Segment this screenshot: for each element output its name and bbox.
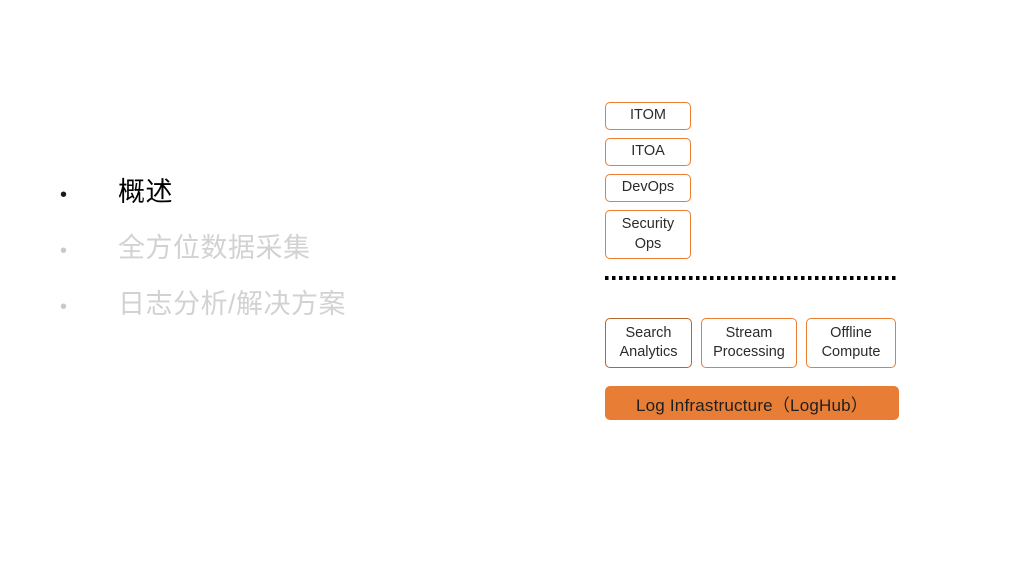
service-box-search-analytics[interactable]: Search Analytics xyxy=(605,318,692,368)
agenda-item-data-collection[interactable]: • 全方位数据采集 xyxy=(46,232,476,266)
scenario-box-security-ops[interactable]: Security Ops xyxy=(605,210,691,259)
service-box-stream-processing[interactable]: Stream Processing xyxy=(701,318,797,368)
agenda-item-label: 日志分析/解决方案 xyxy=(118,288,347,319)
scenario-box-stack: ITOM ITOA DevOps Security Ops xyxy=(605,102,899,267)
scenario-box-devops[interactable]: DevOps xyxy=(605,174,691,202)
service-box-row: Search Analytics Stream Processing Offli… xyxy=(605,318,899,368)
bullet-icon: • xyxy=(60,295,68,318)
foundation-bar-label: Log Infrastructure（LogHub） xyxy=(636,395,868,415)
architecture-diagram: ITOM ITOA DevOps Security Ops Search Ana… xyxy=(605,102,899,420)
agenda-item-label: 全方位数据采集 xyxy=(118,232,311,263)
scenario-box-itom[interactable]: ITOM xyxy=(605,102,691,130)
bullet-icon: • xyxy=(60,239,68,262)
service-box-label: Search Analytics xyxy=(619,324,678,360)
service-box-label: Stream Processing xyxy=(713,324,785,360)
bullet-icon: • xyxy=(60,184,68,206)
scenario-box-itoa[interactable]: ITOA xyxy=(605,138,691,166)
agenda-list: • 概述 • 全方位数据采集 • 日志分析/解决方案 xyxy=(46,176,476,345)
scenario-box-label: ITOA xyxy=(631,143,665,160)
service-box-offline-compute[interactable]: Offline Compute xyxy=(806,318,896,368)
foundation-bar-loghub[interactable]: Log Infrastructure（LogHub） xyxy=(605,386,899,420)
scenario-box-label: Security Ops xyxy=(621,216,675,252)
scenario-box-label: ITOM xyxy=(630,107,666,124)
scenario-box-label: DevOps xyxy=(621,179,675,196)
agenda-item-overview[interactable]: • 概述 xyxy=(46,176,476,210)
dotted-divider xyxy=(605,276,898,280)
agenda-item-log-analysis[interactable]: • 日志分析/解决方案 xyxy=(46,288,476,322)
service-box-label: Offline Compute xyxy=(821,324,881,360)
agenda-item-label: 概述 xyxy=(118,177,173,207)
